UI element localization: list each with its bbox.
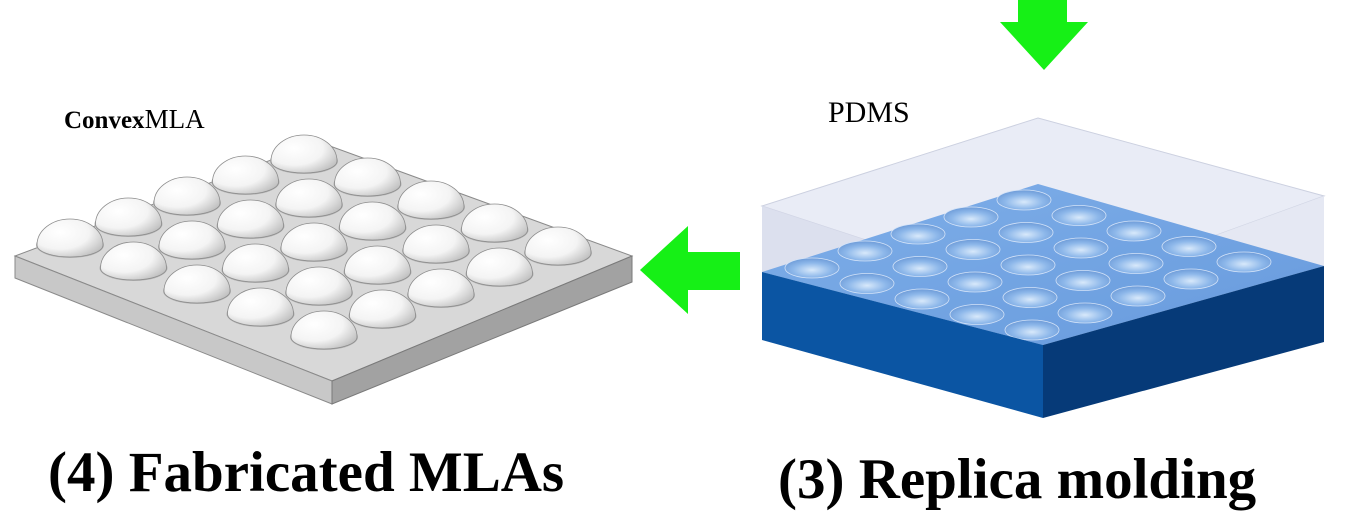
convex-lens: [402, 224, 470, 264]
concave-cavity: [945, 239, 1001, 260]
mold-front-face: [762, 272, 1043, 418]
convex-lens: [270, 134, 338, 174]
step-4-caption: (4) Fabricated MLAs: [48, 441, 565, 504]
concave-cavity: [894, 288, 950, 310]
concave-cavity: [1163, 268, 1219, 290]
convex-label-prefix: Convex: [64, 107, 145, 134]
convex-lens: [280, 222, 348, 262]
concave-cavity: [892, 256, 948, 277]
concave-cavity: [784, 257, 840, 279]
convex-lens: [212, 155, 279, 195]
convex-lens: [153, 176, 221, 216]
convex-lens: [349, 289, 416, 329]
concave-cavity: [1051, 205, 1107, 226]
convex-lens: [36, 218, 104, 258]
convex-lens: [285, 266, 353, 306]
concave-cavity: [1057, 302, 1113, 324]
concave-cavity: [947, 271, 1003, 293]
replica-mold-block: [760, 117, 1326, 418]
arrow-left-icon: [640, 226, 740, 314]
convex-lens: [217, 199, 284, 239]
convex-lens: [397, 180, 465, 220]
concave-cavity: [943, 206, 999, 228]
concave-cavity: [1108, 253, 1164, 274]
lens-array: [36, 134, 592, 350]
concave-cavity: [890, 223, 946, 245]
step-3-caption: (3) Replica molding: [778, 448, 1257, 511]
convex-lens: [275, 178, 343, 218]
concave-cavity: [1110, 285, 1166, 307]
convex-lens: [466, 247, 533, 287]
concave-cavity: [1053, 237, 1109, 259]
convex-label-suffix: MLA: [144, 104, 205, 134]
convex-lens: [222, 243, 289, 283]
convex-lens: [227, 287, 294, 327]
concave-cavity: [1055, 270, 1111, 291]
convex-lens: [95, 197, 162, 237]
concave-cavity: [837, 240, 893, 262]
concave-cavity: [1161, 236, 1217, 257]
pdms-overlay: [762, 118, 1324, 345]
convex-mla-block: [13, 134, 634, 405]
concave-cavity: [1106, 220, 1162, 242]
concave-cavity: [998, 222, 1054, 243]
concave-cavity: [949, 304, 1005, 325]
convex-lens: [524, 226, 592, 266]
convex-lens: [163, 264, 231, 304]
mla-side-face: [331, 255, 633, 405]
mold-side-face: [1043, 266, 1324, 418]
concave-cavity: [1002, 287, 1058, 308]
concave-cavity: [839, 273, 895, 294]
convex-lens: [290, 310, 358, 350]
convex-mla-label: ConvexMLA: [64, 104, 205, 135]
convex-lens: [344, 245, 411, 285]
pdms-label: PDMS: [828, 96, 910, 129]
convex-lens: [339, 201, 406, 241]
concave-cavity: [996, 189, 1052, 211]
arrow-down-icon: [1000, 0, 1088, 70]
convex-lens: [407, 268, 475, 308]
concave-cavity: [1000, 254, 1056, 276]
concave-cavity: [1004, 319, 1060, 341]
convex-lens: [334, 157, 401, 197]
cavity-array: [784, 189, 1272, 341]
concave-cavity: [1216, 251, 1272, 273]
convex-lens: [461, 203, 528, 243]
convex-lens: [100, 241, 167, 281]
convex-lens: [158, 220, 226, 260]
